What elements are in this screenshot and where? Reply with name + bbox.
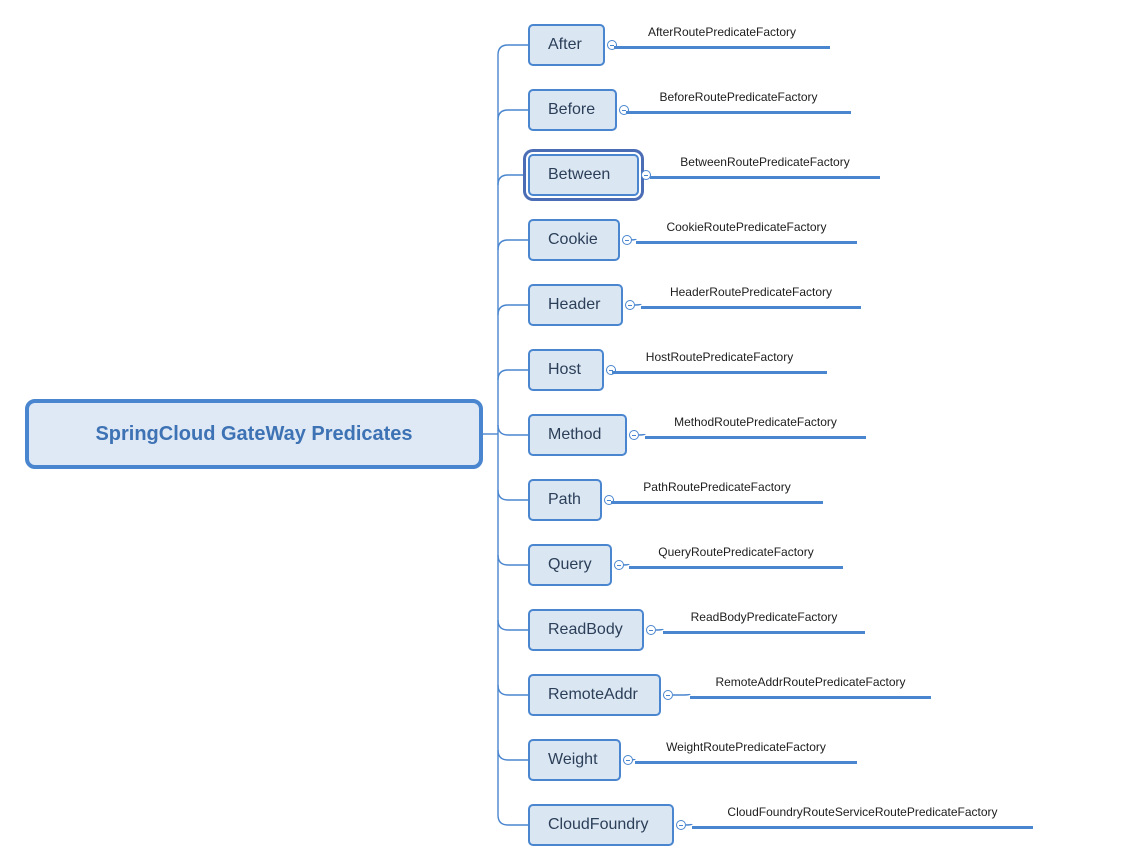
- leaf-node-label: MethodRoutePredicateFactory: [674, 415, 837, 429]
- leaf-node-label: CloudFoundryRouteServiceRoutePredicateFa…: [727, 805, 998, 819]
- branch-node-weight[interactable]: Weight: [528, 739, 621, 781]
- branch-connector-weight: [497, 749, 528, 761]
- leaf-node-header-factory[interactable]: HeaderRoutePredicateFactory: [641, 285, 861, 309]
- leaf-node-label: ReadBodyPredicateFactory: [690, 610, 838, 624]
- branch-node-readbody[interactable]: ReadBody: [528, 609, 644, 651]
- collapse-toggle-icon[interactable]: [622, 235, 632, 245]
- branch-connector-after: [497, 44, 528, 56]
- collapse-toggle-icon[interactable]: [625, 300, 635, 310]
- leaf-node-before-factory[interactable]: BeforeRoutePredicateFactory: [626, 90, 851, 114]
- branch-node-header[interactable]: Header: [528, 284, 623, 326]
- leaf-node-label: HeaderRoutePredicateFactory: [669, 285, 833, 299]
- root-topic[interactable]: SpringCloud GateWay Predicates: [25, 399, 483, 469]
- branch-connector-header: [497, 304, 528, 316]
- leaf-node-label: BeforeRoutePredicateFactory: [659, 90, 818, 104]
- leaf-connector-method: [638, 433, 646, 436]
- branch-node-host[interactable]: Host: [528, 349, 604, 391]
- branch-node-label: Query: [548, 556, 592, 573]
- branch-connector-remoteaddr: [497, 684, 528, 696]
- collapse-toggle-icon[interactable]: [641, 170, 651, 180]
- branch-node-label: Weight: [548, 751, 598, 768]
- leaf-node-cookie-factory[interactable]: CookieRoutePredicateFactory: [636, 220, 857, 244]
- branch-node-after[interactable]: After: [528, 24, 605, 66]
- branch-node-remoteaddr[interactable]: RemoteAddr: [528, 674, 661, 716]
- leaf-node-label: HostRoutePredicateFactory: [645, 350, 794, 364]
- leaf-node-remoteaddr-factory[interactable]: RemoteAddrRoutePredicateFactory: [690, 675, 931, 699]
- branch-node-label: Host: [548, 361, 581, 378]
- leaf-node-query-factory[interactable]: QueryRoutePredicateFactory: [629, 545, 843, 569]
- branch-node-cookie[interactable]: Cookie: [528, 219, 620, 261]
- leaf-node-label: BetweenRoutePredicateFactory: [680, 155, 850, 169]
- branch-connector-readbody: [497, 619, 528, 631]
- branch-node-label: Header: [548, 296, 601, 313]
- branch-node-between[interactable]: Between: [528, 154, 639, 196]
- branch-node-label: Between: [548, 166, 611, 183]
- branch-node-label: Before: [548, 101, 596, 118]
- leaf-node-after-factory[interactable]: AfterRoutePredicateFactory: [614, 25, 830, 49]
- branch-node-label: ReadBody: [548, 621, 623, 638]
- collapse-toggle-icon[interactable]: [676, 820, 686, 830]
- leaf-node-weight-factory[interactable]: WeightRoutePredicateFactory: [635, 740, 857, 764]
- branch-connector-method: [497, 424, 528, 436]
- branch-connector-cloudfoundry: [497, 814, 528, 826]
- collapse-toggle-icon[interactable]: [646, 625, 656, 635]
- branch-node-label: After: [548, 36, 582, 53]
- leaf-node-label: PathRoutePredicateFactory: [643, 480, 791, 494]
- collapse-toggle-icon[interactable]: [619, 105, 629, 115]
- branch-connector-host: [497, 369, 528, 381]
- leaf-node-label: CookieRoutePredicateFactory: [666, 220, 827, 234]
- leaf-connector-readbody: [656, 628, 664, 631]
- leaf-node-cloudfoundry-factory[interactable]: CloudFoundryRouteServiceRoutePredicateFa…: [692, 805, 1033, 829]
- branch-node-label: Method: [548, 426, 602, 443]
- branch-node-method[interactable]: Method: [528, 414, 627, 456]
- collapse-toggle-icon[interactable]: [629, 430, 639, 440]
- branch-connector-path: [497, 489, 528, 501]
- collapse-toggle-icon[interactable]: [606, 365, 616, 375]
- collapse-toggle-icon[interactable]: [614, 560, 624, 570]
- branch-connector-cookie: [497, 239, 528, 251]
- branch-node-label: RemoteAddr: [548, 686, 638, 703]
- leaf-node-label: WeightRoutePredicateFactory: [666, 740, 826, 754]
- leaf-connector-remoteaddr: [673, 693, 691, 696]
- collapse-toggle-icon[interactable]: [604, 495, 614, 505]
- collapse-toggle-icon[interactable]: [663, 690, 673, 700]
- collapse-toggle-icon[interactable]: [607, 40, 617, 50]
- branch-node-label: CloudFoundry: [548, 816, 649, 833]
- leaf-node-label: AfterRoutePredicateFactory: [647, 25, 797, 39]
- branch-connector-before: [497, 109, 528, 121]
- leaf-node-between-factory[interactable]: BetweenRoutePredicateFactory: [650, 155, 880, 179]
- branch-node-cloudfoundry[interactable]: CloudFoundry: [528, 804, 674, 846]
- leaf-connector-cloudfoundry: [685, 823, 693, 826]
- leaf-connector-header: [634, 303, 642, 306]
- branch-connector-between: [497, 174, 528, 186]
- branch-connector-query: [497, 554, 528, 566]
- branch-node-before[interactable]: Before: [528, 89, 617, 131]
- leaf-node-host-factory[interactable]: HostRoutePredicateFactory: [612, 350, 827, 374]
- branch-node-query[interactable]: Query: [528, 544, 612, 586]
- branch-node-label: Path: [548, 491, 581, 508]
- leaf-node-label: RemoteAddrRoutePredicateFactory: [715, 675, 906, 689]
- leaf-node-path-factory[interactable]: PathRoutePredicateFactory: [611, 480, 823, 504]
- collapse-toggle-icon[interactable]: [623, 755, 633, 765]
- branch-node-label: Cookie: [548, 231, 598, 248]
- root-topic-label: SpringCloud GateWay Predicates: [95, 422, 413, 445]
- branch-node-path[interactable]: Path: [528, 479, 602, 521]
- leaf-node-label: QueryRoutePredicateFactory: [658, 545, 814, 559]
- leaf-node-readbody-factory[interactable]: ReadBodyPredicateFactory: [663, 610, 865, 634]
- leaf-node-method-factory[interactable]: MethodRoutePredicateFactory: [645, 415, 866, 439]
